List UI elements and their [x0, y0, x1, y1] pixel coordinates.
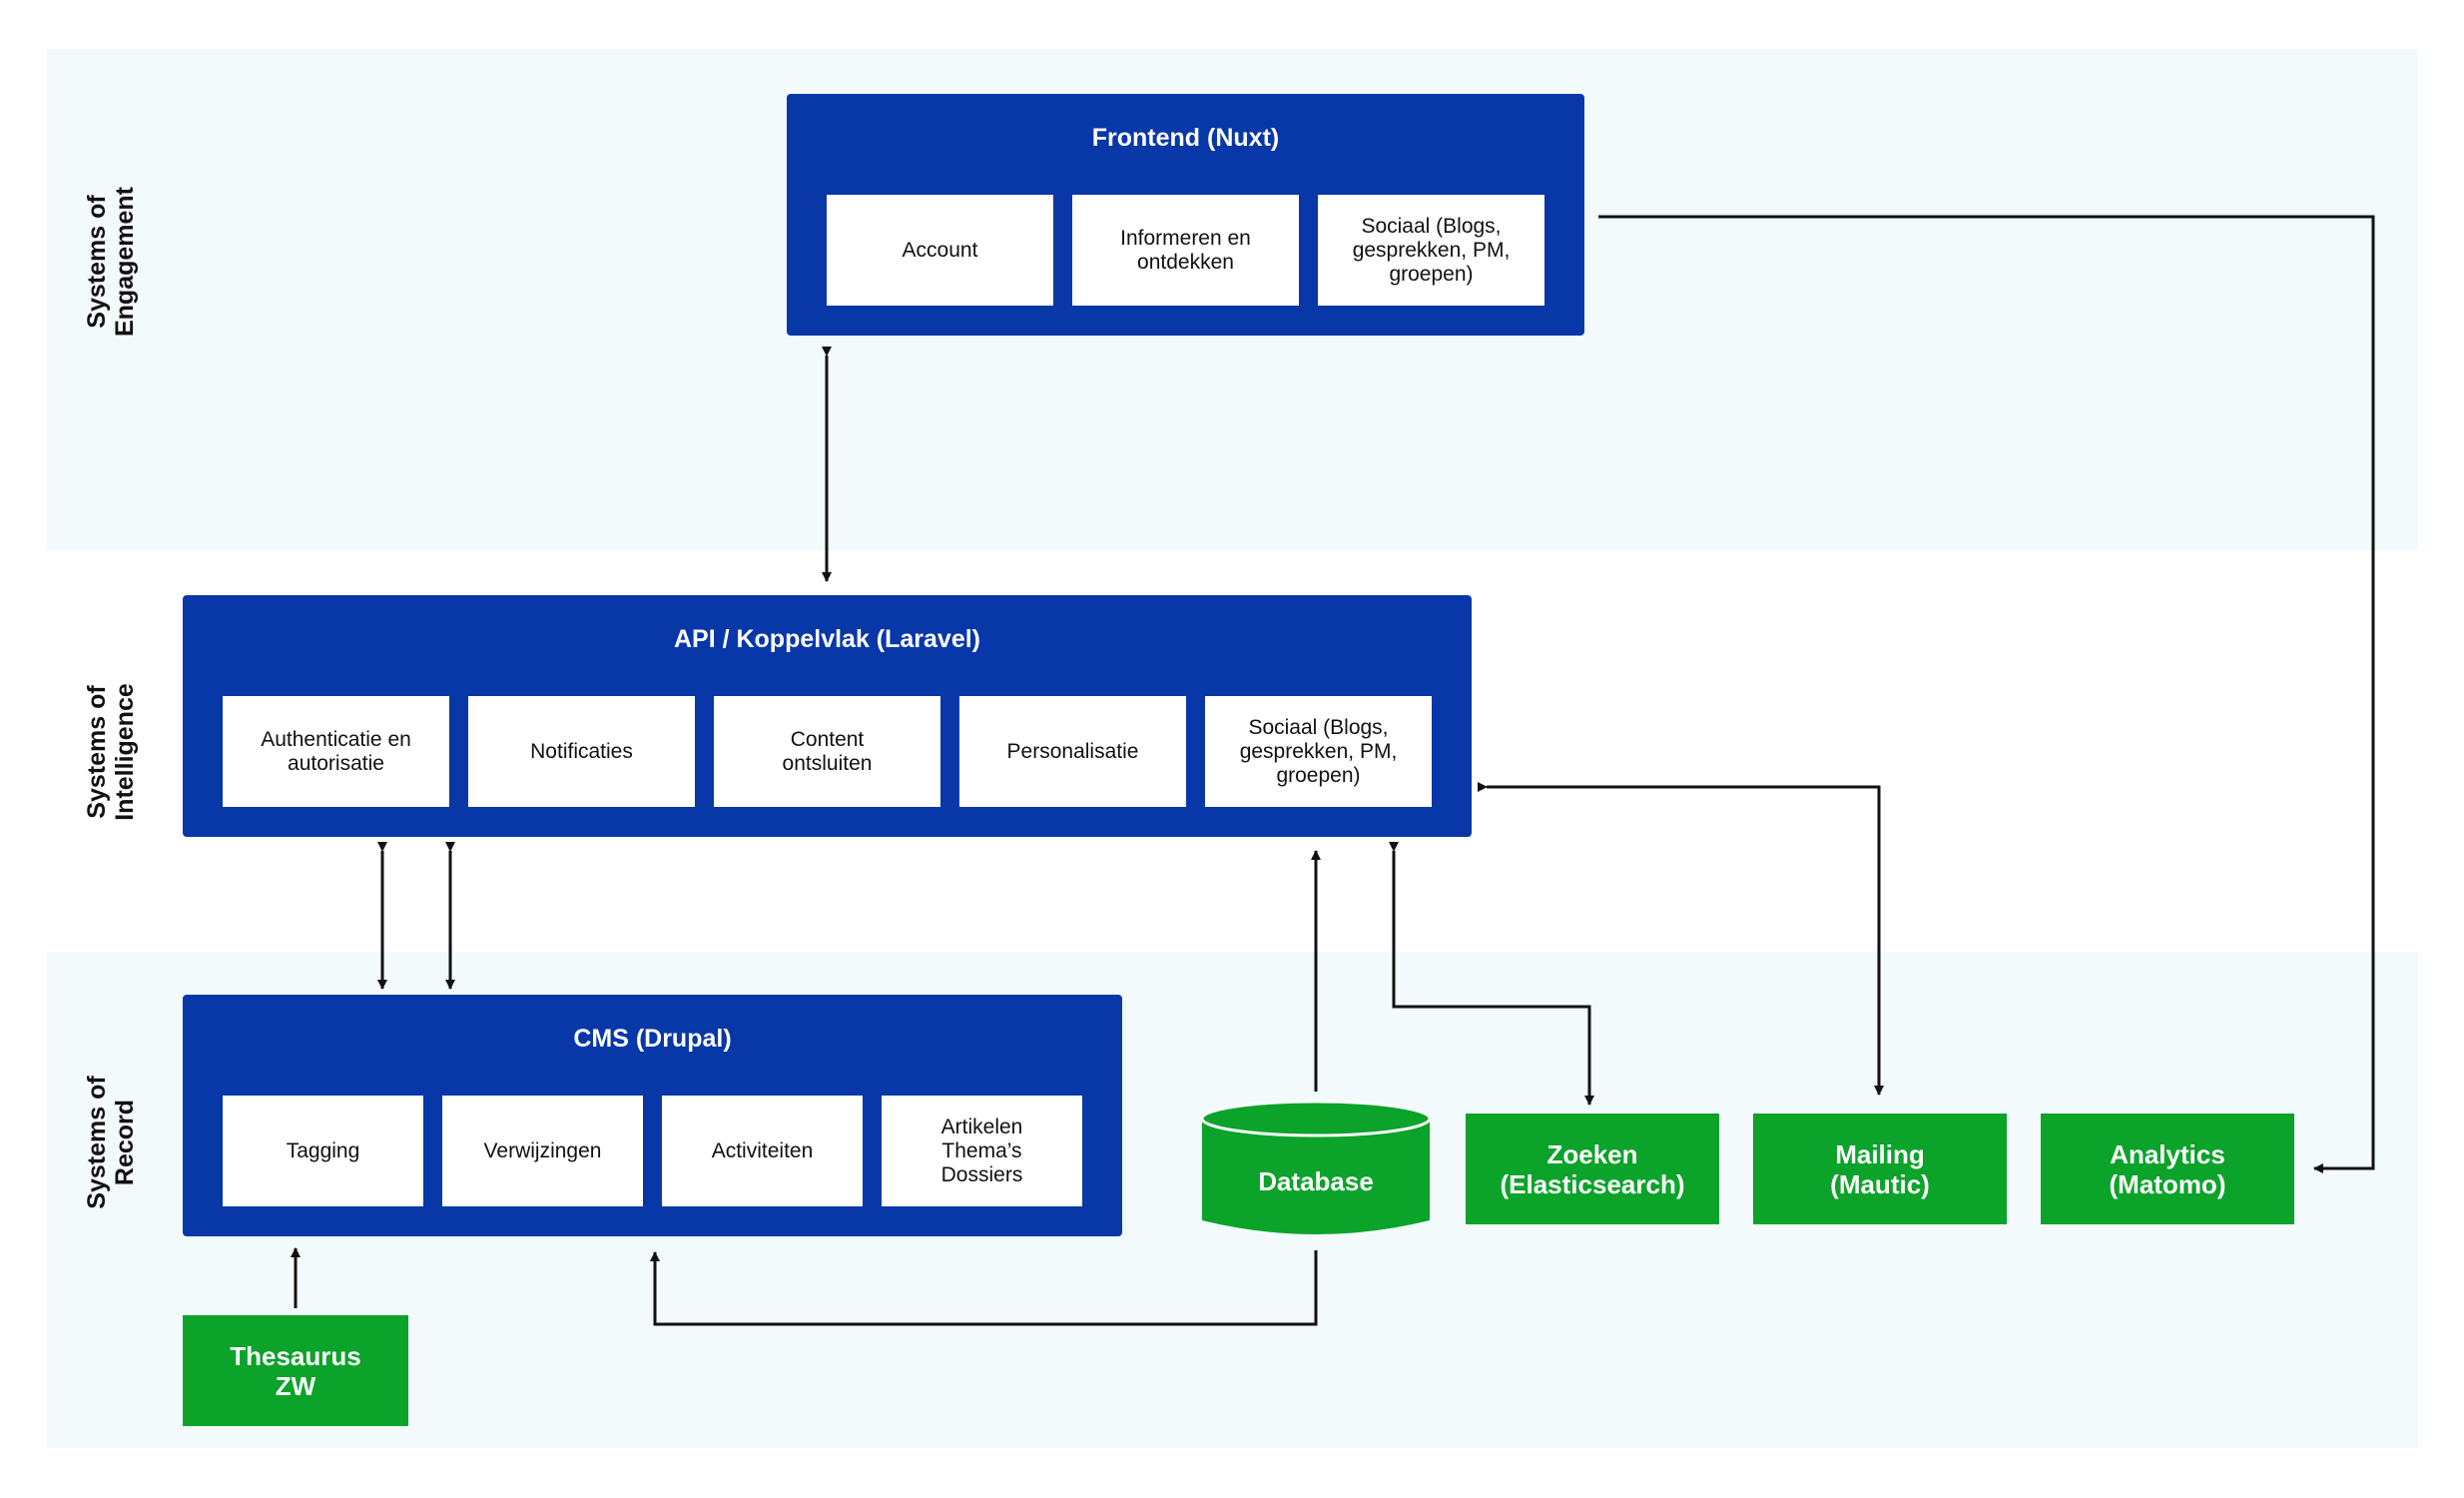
search-service[interactable]: Zoeken (Elasticsearch)	[1466, 1114, 1719, 1224]
frontend-module-account[interactable]: Account	[827, 195, 1053, 306]
frontend-module-informeren[interactable]: Informeren en ontdekken	[1072, 195, 1299, 306]
cms-module-tagging[interactable]: Tagging	[223, 1096, 423, 1206]
frontend-panel[interactable]: Frontend (Nuxt) Account Informeren en on…	[787, 94, 1584, 336]
cms-panel[interactable]: CMS (Drupal) Tagging Verwijzingen Activi…	[183, 995, 1122, 1236]
thesaurus-service[interactable]: Thesaurus ZW	[183, 1315, 408, 1426]
frontend-module-sociaal[interactable]: Sociaal (Blogs, gesprekken, PM, groepen)	[1318, 195, 1544, 306]
link-mailing-api	[1478, 782, 1884, 1096]
cms-module-artikelen[interactable]: Artikelen Thema’s Dossiers	[882, 1096, 1082, 1206]
link-database-cms	[650, 1250, 1318, 1326]
mailing-service[interactable]: Mailing (Mautic)	[1753, 1114, 2007, 1224]
api-title: API / Koppelvlak (Laravel)	[673, 625, 981, 653]
cms-module-verwijzingen[interactable]: Verwijzingen	[442, 1096, 643, 1206]
database-cylinder	[1200, 1100, 1432, 1234]
cms-module-activiteiten[interactable]: Activiteiten	[662, 1096, 863, 1206]
frontend-title: Frontend (Nuxt)	[1091, 124, 1280, 152]
link-frontend-analytics	[1598, 215, 2375, 1173]
link-search-api	[1389, 842, 1594, 1106]
analytics-service[interactable]: Analytics (Matomo)	[2041, 1114, 2294, 1224]
api-module-sociaal[interactable]: Sociaal (Blogs, gesprekken, PM, groepen)	[1205, 696, 1432, 807]
api-panel[interactable]: API / Koppelvlak (Laravel) Authenticatie…	[183, 595, 1472, 837]
api-module-notificaties[interactable]: Notificaties	[468, 696, 695, 807]
database-label[interactable]: Database	[1258, 1166, 1374, 1196]
api-module-content[interactable]: Content ontsluiten	[714, 696, 940, 807]
cms-title: CMS (Drupal)	[573, 1025, 732, 1053]
api-module-authenticatie[interactable]: Authenticatie en autorisatie	[223, 696, 449, 807]
api-module-personalisatie[interactable]: Personalisatie	[959, 696, 1186, 807]
